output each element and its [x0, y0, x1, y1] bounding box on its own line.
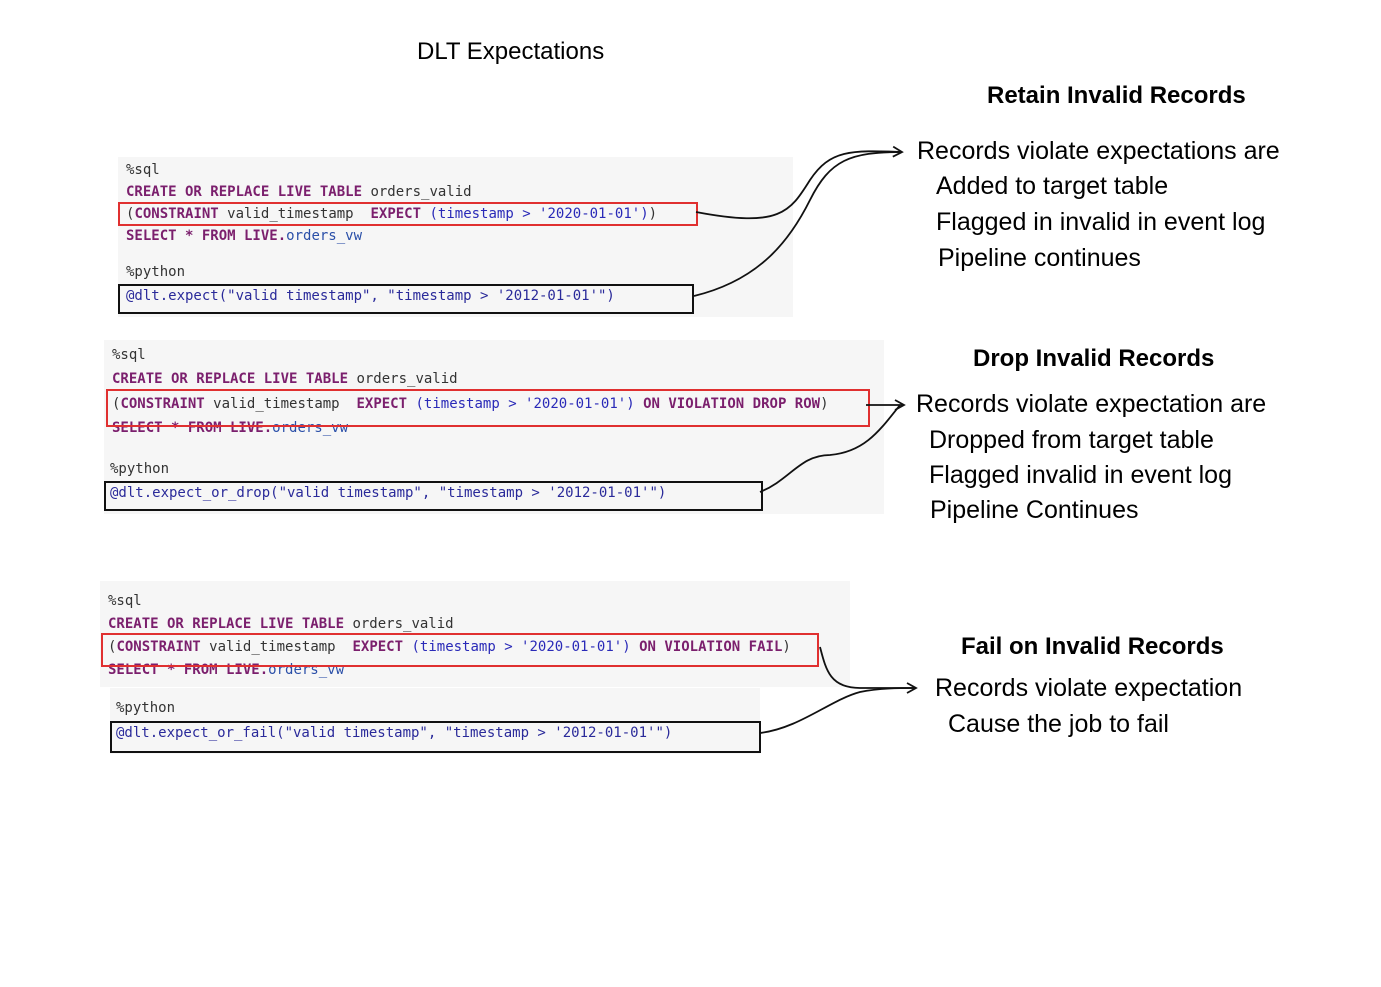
- python-magic: %python: [110, 461, 170, 477]
- diagram-title: DLT Expectations: [417, 38, 605, 65]
- sql-constraint-line: (CONSTRAINT valid_timestamp EXPECT (time…: [126, 206, 658, 222]
- sql-select-line: SELECT * FROM LIVE.orders_vw: [112, 420, 349, 436]
- arrow-retain-sql: [695, 145, 904, 220]
- sql-select-line: SELECT * FROM LIVE.orders_vw: [126, 228, 363, 244]
- heading-fail: Fail on Invalid Records: [961, 633, 1224, 660]
- sql-create-line: CREATE OR REPLACE LIVE TABLE orders_vali…: [108, 616, 454, 632]
- sql-magic: %sql: [126, 162, 160, 178]
- arrow-retain-python: [693, 151, 903, 297]
- heading-drop: Drop Invalid Records: [973, 345, 1215, 372]
- python-call: @dlt.expect("valid timestamp", "timestam…: [126, 288, 615, 304]
- desc-retain-4: Pipeline continues: [938, 244, 1141, 272]
- desc-retain-2: Added to target table: [936, 172, 1169, 200]
- sql-constraint-line: (CONSTRAINT valid_timestamp EXPECT (time…: [112, 396, 829, 412]
- python-call-highlight: [118, 284, 694, 314]
- sql-create-line: CREATE OR REPLACE LIVE TABLE orders_vali…: [126, 184, 472, 200]
- python-magic: %python: [126, 264, 186, 280]
- sql-constraint-line: (CONSTRAINT valid_timestamp EXPECT (time…: [108, 639, 791, 655]
- python-call-highlight: [110, 721, 761, 753]
- python-call: @dlt.expect_or_drop("valid timestamp", "…: [110, 485, 667, 501]
- sql-constraint-highlight: [101, 633, 819, 667]
- arrow-drop-python: [759, 404, 901, 493]
- sql-create-line: CREATE OR REPLACE LIVE TABLE orders_vali…: [112, 371, 458, 387]
- desc-drop-1: Records violate expectation are: [916, 390, 1267, 418]
- desc-drop-3: Flagged invalid in event log: [929, 461, 1232, 489]
- code-block-retain: %sql CREATE OR REPLACE LIVE TABLE orders…: [118, 157, 793, 317]
- sql-constraint-highlight: [118, 202, 698, 226]
- desc-retain-3: Flagged in invalid in event log: [936, 208, 1266, 236]
- desc-retain-1: Records violate expectations are: [917, 137, 1280, 165]
- python-call: @dlt.expect_or_fail("valid timestamp", "…: [116, 725, 673, 741]
- desc-drop-2: Dropped from target table: [929, 426, 1214, 454]
- desc-drop-4: Pipeline Continues: [930, 496, 1139, 524]
- sql-constraint-highlight: [106, 389, 870, 427]
- python-call-highlight: [104, 481, 763, 511]
- heading-retain: Retain Invalid Records: [987, 82, 1246, 109]
- sql-magic: %sql: [112, 347, 146, 363]
- desc-fail-2: Cause the job to fail: [948, 710, 1169, 738]
- python-magic: %python: [116, 700, 176, 716]
- desc-fail-1: Records violate expectation: [935, 674, 1243, 702]
- arrow-fail-sql: [819, 646, 918, 694]
- sql-magic: %sql: [108, 593, 142, 609]
- code-block-drop: %sql CREATE OR REPLACE LIVE TABLE orders…: [104, 340, 884, 514]
- arrow-fail-python: [759, 687, 915, 734]
